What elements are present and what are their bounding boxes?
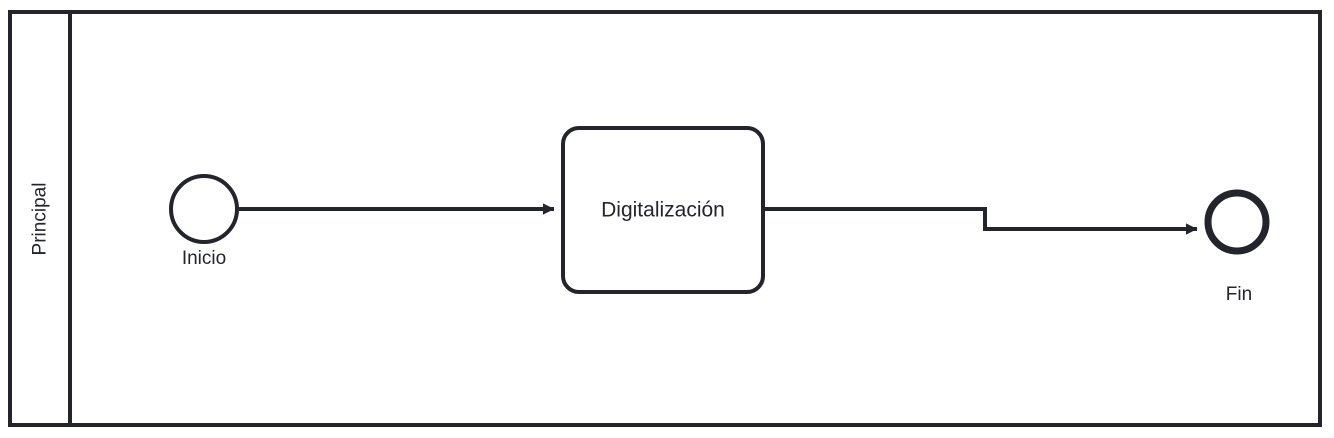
lane-title-principal: Principal: [30, 183, 51, 256]
task-digitalizacion-box[interactable]: [561, 126, 765, 294]
start-event-circle[interactable]: [169, 174, 239, 244]
task-digitalizacion-label: Digitalización: [601, 199, 725, 222]
sequence-flow-task-to-end[interactable]: [763, 207, 1198, 235]
start-event-label: Inicio: [182, 248, 226, 269]
end-event-label: Fin: [1226, 284, 1252, 305]
end-event-circle[interactable]: [1204, 189, 1270, 255]
